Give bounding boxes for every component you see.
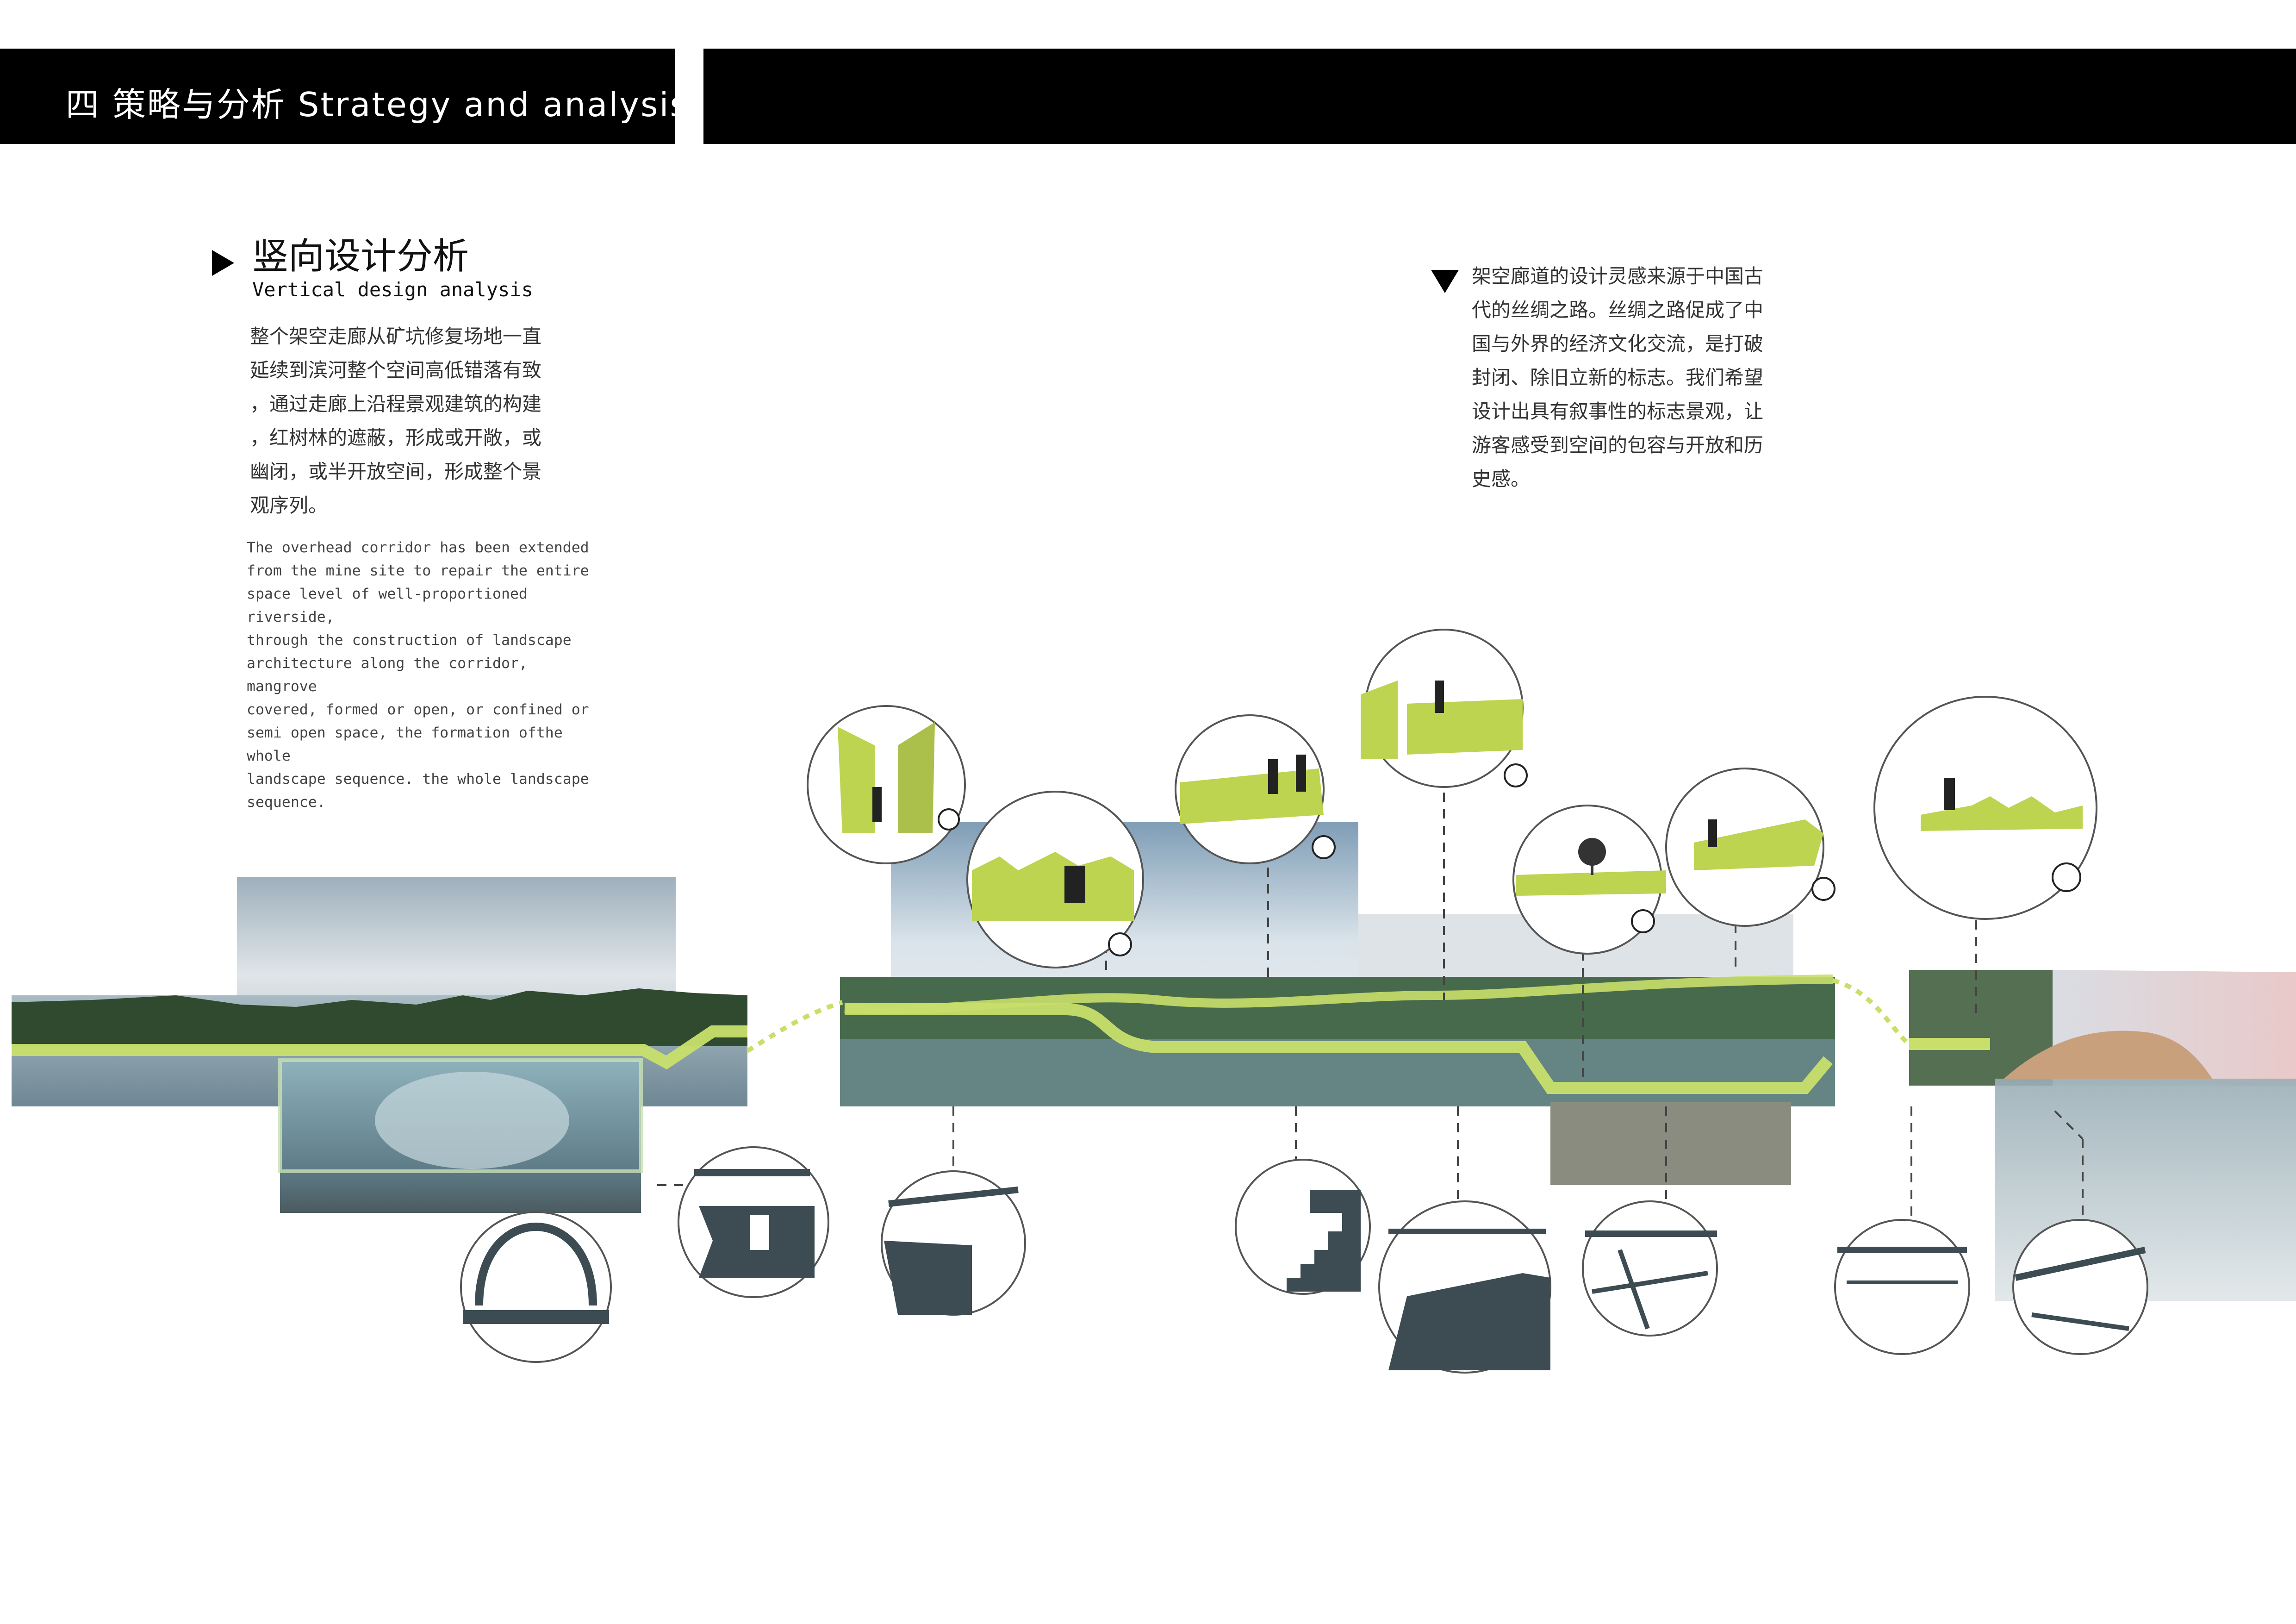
photo-riverside-hill — [2004, 1031, 2212, 1079]
text-line: 封闭、除旧立新的标志。我们希望 — [1472, 366, 1764, 389]
text-line: architecture along the corridor, mangrov… — [247, 655, 528, 695]
text-line: through the construction of landscape — [247, 632, 572, 649]
photo-forest-left — [12, 988, 747, 1046]
pavilion-outline — [278, 1058, 643, 1173]
text-line: 延续到滨河整个空间高低错落有致 — [250, 359, 542, 381]
text-line: landscape sequence. the whole landscape — [247, 771, 589, 787]
lower-bubbles — [460, 1146, 2148, 1374]
bubble-gate — [807, 705, 966, 864]
left-description-cn: 整个架空走廊从矿坑修复场地一直 延续到滨河整个空间高低错落有致 ，通过走廊上沿程… — [250, 319, 574, 522]
text-line: space level of well-proportioned riversi… — [247, 586, 528, 625]
elevated-corridor — [12, 974, 1990, 1094]
section-title-en: Vertical design analysis — [252, 278, 533, 301]
section-stairs — [1235, 1159, 1371, 1295]
text-line: semi open space, the formation ofthe who… — [247, 725, 563, 764]
pavilion-dome — [375, 1072, 569, 1169]
text-line: sequence. — [247, 794, 326, 811]
section-cliff — [881, 1170, 1026, 1316]
text-line: 史感。 — [1472, 468, 1531, 490]
section-door — [678, 1146, 829, 1298]
bubble-stairs — [1361, 629, 1528, 788]
wave-icon — [1108, 932, 1132, 956]
triangle-right-icon — [212, 250, 234, 276]
triangle-down-icon — [1431, 270, 1459, 293]
section-title-cn: 竖向设计分析 — [252, 236, 469, 277]
section-bridge-slope — [2012, 1219, 2148, 1355]
text-line: 设计出具有叙事性的标志景观，让 — [1472, 400, 1764, 423]
right-description-cn: 架空廊道的设计灵感来源于中国古 代的丝绸之路。丝绸之路促成了中 国与外界的经济文… — [1472, 259, 1796, 496]
text-line: ，通过走廊上沿程景观建筑的构建 — [250, 393, 542, 415]
text-line: 架空廊道的设计灵感来源于中国古 — [1472, 265, 1764, 287]
text-line: 幽闭，或半开放空间，形成整个景 — [250, 460, 542, 483]
bubble-fence — [1175, 714, 1336, 864]
bubble-hills — [966, 791, 1144, 968]
section-bridge-low — [1834, 1219, 1970, 1355]
text-line: ，红树林的遮蔽，形成或开敞，或 — [250, 426, 542, 449]
text-line: 国与外界的经济文化交流，是打破 — [1472, 332, 1764, 355]
text-line: 观序列。 — [250, 494, 328, 517]
wave-icon — [2052, 862, 2081, 892]
section-bridge-cross — [1582, 1200, 1718, 1337]
bubble-ramp — [1665, 768, 1836, 927]
stair-icon — [938, 808, 960, 831]
section-steps-large — [1378, 1200, 1551, 1374]
text-line: The overhead corridor has been extended — [247, 539, 589, 556]
left-description-en: The overhead corridor has been extended … — [247, 536, 598, 814]
header-bar-left — [0, 49, 675, 144]
section-tunnel — [460, 1211, 612, 1363]
text-line: covered, formed or open, or confined or — [247, 701, 589, 718]
cycle-icon — [1631, 909, 1655, 933]
upper-bubbles — [807, 629, 2097, 968]
bubble-seat — [1873, 696, 2097, 920]
text-line: from the mine site to repair the entire — [247, 562, 589, 579]
slash-icon — [1811, 877, 1836, 901]
text-line: 代的丝绸之路。丝绸之路促成了中 — [1472, 299, 1764, 321]
header-bar-right — [703, 49, 2296, 144]
wave-icon — [1504, 763, 1528, 787]
photo-underwater-lower — [1550, 1102, 1791, 1185]
text-line: 整个架空走廊从矿坑修复场地一直 — [250, 325, 542, 348]
building-icon — [1312, 835, 1336, 859]
bubble-tree — [1512, 805, 1666, 955]
page-title: 四 策略与分析 Strategy and analysis — [66, 85, 689, 124]
text-line: 游客感受到空间的包容与开放和历 — [1472, 434, 1764, 456]
